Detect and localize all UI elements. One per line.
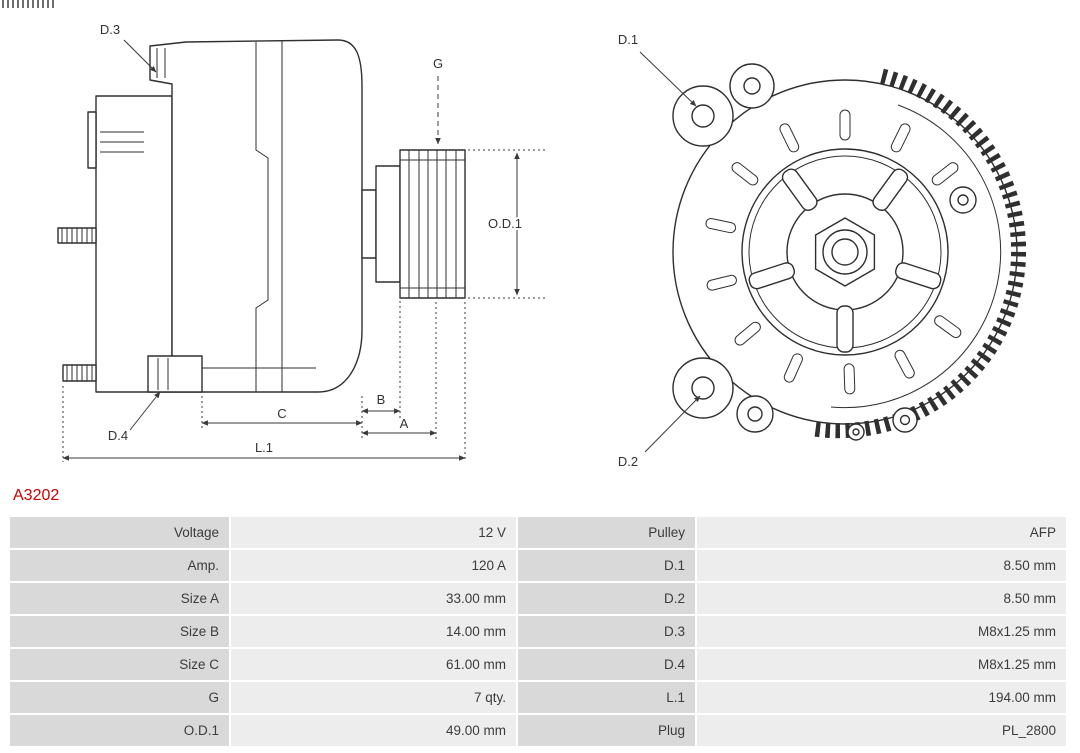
shaft-spacer (361, 189, 377, 259)
dim-label-l1: L.1 (255, 440, 273, 455)
dim-label-d4: D.4 (108, 428, 128, 443)
spec-row: O.D.1 49.00 mm Plug PL_2800 (10, 715, 1066, 746)
pulley-front (741, 148, 949, 356)
spec-value: 8.50 mm (697, 550, 1066, 581)
spec-value: 61.00 mm (231, 649, 516, 680)
spec-row: G 7 qty. L.1 194.00 mm (10, 682, 1066, 713)
dim-label-d3: D.3 (100, 22, 120, 37)
dim-label-g: G (433, 56, 443, 71)
spec-row: Voltage 12 V Pulley AFP (10, 517, 1066, 548)
terminal-stud (57, 227, 97, 244)
dim-label-d1: D.1 (618, 32, 638, 47)
rear-housing (95, 95, 173, 393)
spec-label: Size B (10, 616, 229, 647)
part-number: A3202 (13, 487, 60, 504)
dim-label-od1: O.D.1 (488, 216, 522, 231)
spec-label: Plug (518, 715, 695, 746)
spec-label: Size A (10, 583, 229, 614)
spec-value: PL_2800 (697, 715, 1066, 746)
spec-value: 120 A (231, 550, 516, 581)
spec-label: Pulley (518, 517, 695, 548)
mount-stud (62, 364, 97, 382)
spec-value: M8x1.25 mm (697, 616, 1066, 647)
spec-row: Size B 14.00 mm D.3 M8x1.25 mm (10, 616, 1066, 647)
mount-lug-top2 (729, 63, 775, 109)
spec-label: Amp. (10, 550, 229, 581)
spec-value: 8.50 mm (697, 583, 1066, 614)
dim-label-d2: D.2 (618, 454, 638, 469)
spec-row: Amp. 120 A D.1 8.50 mm (10, 550, 1066, 581)
spec-row: Size A 33.00 mm D.2 8.50 mm (10, 583, 1066, 614)
spec-value: 33.00 mm (231, 583, 516, 614)
dim-label-a: A (400, 416, 409, 431)
spec-label: Voltage (10, 517, 229, 548)
spec-label: D.2 (518, 583, 695, 614)
spec-value: 49.00 mm (231, 715, 516, 746)
small-holes (847, 186, 977, 441)
mount-lug-bottom2 (736, 395, 774, 433)
spec-label: D.3 (518, 616, 695, 647)
pulley-side (399, 149, 466, 299)
dim-label-b: B (377, 392, 386, 407)
spec-value: M8x1.25 mm (697, 649, 1066, 680)
dim-label-c: C (277, 406, 286, 421)
spec-label: G (10, 682, 229, 713)
side-view-drawing: D.3 G O.D.1 D.4 C B A L.1 (57, 22, 545, 462)
bottom-ear (147, 355, 203, 393)
rear-view-drawing: D.1 D.2 (618, 32, 1027, 469)
spec-value: 14.00 mm (231, 616, 516, 647)
mount-lug-bottom (672, 357, 734, 419)
mount-lug-top (672, 85, 734, 147)
rear-louver-block (87, 111, 97, 169)
spec-value: 194.00 mm (697, 682, 1066, 713)
spec-value: AFP (697, 517, 1066, 548)
spec-label: D.4 (518, 649, 695, 680)
spec-value: 7 qty. (231, 682, 516, 713)
spec-row: Size C 61.00 mm D.4 M8x1.25 mm (10, 649, 1066, 680)
spec-value: 12 V (231, 517, 516, 548)
corner-watermark (2, 0, 56, 8)
technical-drawing: D.3 G O.D.1 D.4 C B A L.1 (57, 22, 1027, 469)
front-housing (149, 39, 363, 393)
spec-label: O.D.1 (10, 715, 229, 746)
spec-label: Size C (10, 649, 229, 680)
pulley-flange (375, 165, 401, 283)
spec-table: Voltage 12 V Pulley AFP Amp. 120 A D.1 8… (10, 517, 1066, 748)
spec-label: D.1 (518, 550, 695, 581)
spec-label: L.1 (518, 682, 695, 713)
